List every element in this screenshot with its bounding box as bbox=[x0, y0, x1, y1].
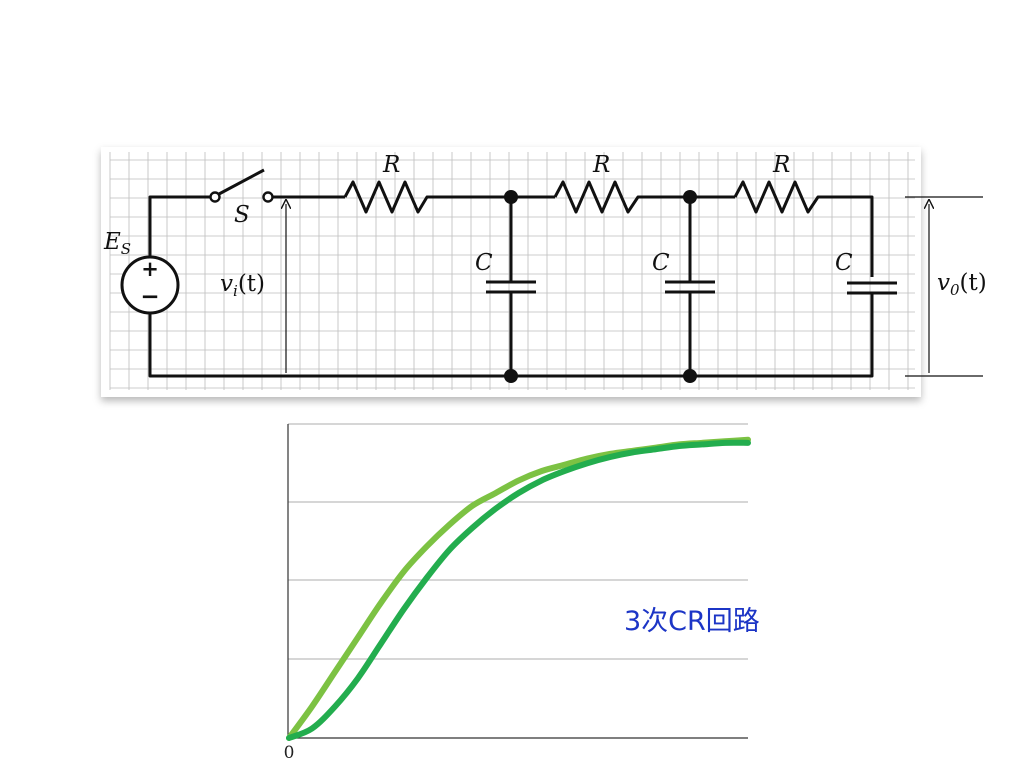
circuit-diagram: S + − ES vi(t) R R R C C C bbox=[101, 147, 921, 397]
source-minus-sign: − bbox=[140, 284, 159, 310]
junction-dot bbox=[683, 190, 697, 204]
capacitor-label-3: C bbox=[835, 250, 853, 276]
series-layer bbox=[286, 436, 751, 741]
input-voltage-label: vi(t) bbox=[220, 271, 265, 300]
junction-dot bbox=[683, 369, 697, 383]
resistor-label-1: R bbox=[382, 152, 400, 178]
output-voltage-label: v0(t) bbox=[937, 270, 987, 299]
resistor-label-3: R bbox=[772, 152, 790, 178]
junction-dot bbox=[504, 369, 518, 383]
voltage-source: + − bbox=[120, 255, 180, 315]
output-voltage-indicator bbox=[905, 196, 983, 377]
junction-dot bbox=[504, 190, 518, 204]
series-line-1 bbox=[286, 436, 751, 741]
resistor-label-2: R bbox=[592, 152, 610, 178]
capacitor-2 bbox=[665, 280, 715, 294]
x-tick-label-0: 0 bbox=[284, 743, 295, 763]
step-response-chart: 0 3次CR回路 bbox=[284, 423, 760, 763]
source-plus-sign: + bbox=[141, 257, 159, 281]
source-label: ES bbox=[103, 229, 131, 258]
capacitor-3 bbox=[847, 281, 897, 295]
series-line-2 bbox=[286, 439, 751, 741]
resistor-1 bbox=[343, 180, 434, 214]
capacitor-1 bbox=[486, 280, 536, 294]
resistor-2 bbox=[553, 180, 645, 214]
resistor-3 bbox=[733, 180, 825, 214]
switch-s bbox=[209, 168, 274, 203]
switch-label: S bbox=[234, 202, 250, 228]
capacitor-label-1: C bbox=[475, 250, 493, 276]
capacitor-label-2: C bbox=[652, 250, 670, 276]
chart-annotation: 3次CR回路 bbox=[624, 606, 760, 637]
